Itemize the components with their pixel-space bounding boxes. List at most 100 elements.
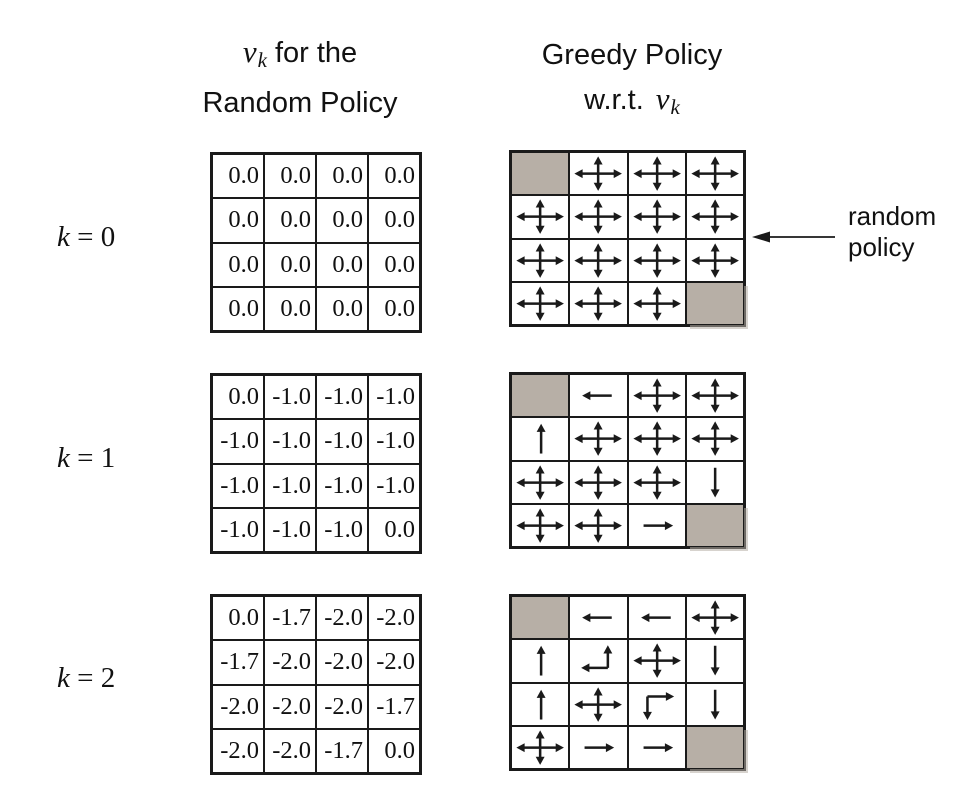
policy-arrows-udlr-icon bbox=[632, 242, 681, 278]
value-cell-r0c3: -1.0 bbox=[368, 375, 420, 420]
policy-arrows-u-icon bbox=[536, 646, 546, 676]
policy-arrows-d-icon bbox=[710, 467, 720, 498]
value-cell-r2c1: 0.0 bbox=[264, 242, 316, 287]
policy-cell-r2c1 bbox=[569, 460, 628, 504]
row-label-k2: k = 2 bbox=[57, 662, 116, 694]
value-cell-r3c1: -2.0 bbox=[264, 728, 316, 774]
policy-arrows-rd-icon bbox=[642, 691, 674, 720]
value-cell-r1c1: 0.0 bbox=[264, 198, 316, 243]
policy-cell-r3c0 bbox=[511, 503, 570, 548]
value-cell-r3c1: -1.0 bbox=[264, 507, 316, 553]
policy-arrows-l-icon bbox=[582, 391, 613, 401]
policy-arrows-udlr-icon bbox=[574, 508, 623, 543]
policy-cell-r2c3 bbox=[685, 460, 745, 504]
policy-arrows-udlr-icon bbox=[516, 286, 564, 321]
value-cell-r3c0: -2.0 bbox=[212, 728, 264, 774]
value-cell-r2c0: 0.0 bbox=[212, 242, 264, 287]
policy-arrows-lu-icon bbox=[581, 645, 613, 673]
policy-cell-r3c0 bbox=[511, 725, 570, 770]
policy-cell-r2c1 bbox=[569, 682, 628, 726]
policy-cell-r1c2 bbox=[627, 639, 686, 683]
policy-arrows-udlr-icon bbox=[516, 464, 564, 500]
policy-cell-r2c0 bbox=[511, 460, 570, 504]
value-cell-r2c0: -2.0 bbox=[212, 684, 264, 729]
value-cell-r1c3: 0.0 bbox=[368, 198, 420, 243]
value-cell-r1c1: -1.0 bbox=[264, 419, 316, 464]
policy-arrows-udlr-icon bbox=[516, 730, 564, 765]
policy-cell-r2c3 bbox=[685, 682, 745, 726]
policy-arrows-udlr-icon bbox=[632, 286, 681, 321]
policy-cell-r1c3 bbox=[685, 639, 745, 683]
value-cell-r3c2: -1.0 bbox=[316, 507, 368, 553]
policy-cell-r1c3 bbox=[685, 417, 745, 461]
value-cell-r2c3: -1.0 bbox=[368, 463, 420, 508]
terminal-cell-r0c0 bbox=[511, 152, 570, 196]
value-cell-r2c2: -1.0 bbox=[316, 463, 368, 508]
policy-arrows-udlr-icon bbox=[516, 199, 564, 235]
policy-arrows-udlr-icon bbox=[574, 242, 623, 278]
policy-cell-r2c1 bbox=[569, 238, 628, 282]
value-cell-r3c3: 0.0 bbox=[368, 728, 420, 774]
policy-arrows-r-icon bbox=[643, 743, 673, 752]
policy-cell-r1c1 bbox=[569, 639, 628, 683]
policy-cell-r3c2 bbox=[627, 503, 686, 548]
policy-cell-r3c0 bbox=[511, 281, 570, 326]
policy-cell-r0c3 bbox=[685, 152, 745, 196]
terminal-cell-r3c3 bbox=[685, 503, 745, 548]
value-grid-k2: 0.0-1.7-2.0-2.0-1.7-2.0-2.0-2.0-2.0-2.0-… bbox=[210, 594, 422, 776]
value-cell-r1c2: -2.0 bbox=[316, 640, 368, 685]
terminal-cell-r0c0 bbox=[511, 374, 570, 418]
value-cell-r0c2: 0.0 bbox=[316, 154, 368, 199]
policy-cell-r2c2 bbox=[627, 682, 686, 726]
policy-grid-k2 bbox=[509, 594, 747, 772]
policy-arrows-d-icon bbox=[710, 646, 720, 676]
greedy-policy-header-line2: w.r.t.vk bbox=[584, 81, 680, 119]
policy-arrows-u-icon bbox=[536, 689, 546, 720]
policy-cell-r3c1 bbox=[569, 281, 628, 326]
math-k-subscript: k bbox=[257, 48, 267, 72]
policy-arrows-u-icon bbox=[536, 424, 546, 454]
policy-arrows-udlr-icon bbox=[574, 464, 623, 500]
policy-arrows-udlr-icon bbox=[632, 199, 681, 235]
math-v-symbol: v bbox=[655, 81, 670, 116]
greedy-policy-header-line1: Greedy Policy bbox=[541, 39, 723, 71]
value-cell-r0c2: -2.0 bbox=[316, 596, 368, 641]
value-cell-r0c1: -1.0 bbox=[264, 375, 316, 420]
value-function-header-line1: vk for the bbox=[242, 34, 358, 72]
terminal-cell-r0c0 bbox=[511, 596, 570, 640]
policy-cell-r1c0 bbox=[511, 639, 570, 683]
math-v-symbol: v bbox=[242, 34, 257, 69]
random-policy-label: random policy bbox=[848, 201, 937, 262]
policy-arrows-r-icon bbox=[643, 521, 673, 530]
value-cell-r3c1: 0.0 bbox=[264, 286, 316, 332]
terminal-cell-r3c3 bbox=[685, 725, 745, 770]
policy-cell-r3c2 bbox=[627, 725, 686, 770]
policy-cell-r1c1 bbox=[569, 417, 628, 461]
value-cell-r1c2: -1.0 bbox=[316, 419, 368, 464]
value-cell-r2c1: -2.0 bbox=[264, 684, 316, 729]
policy-arrows-udlr-icon bbox=[574, 199, 623, 235]
math-k-subscript: k bbox=[670, 95, 680, 119]
policy-cell-r0c1 bbox=[569, 596, 628, 640]
value-cell-r2c2: 0.0 bbox=[316, 242, 368, 287]
policy-arrows-udlr-icon bbox=[691, 378, 739, 413]
value-cell-r3c3: 0.0 bbox=[368, 507, 420, 553]
policy-cell-r3c2 bbox=[627, 281, 686, 326]
value-cell-r1c3: -1.0 bbox=[368, 419, 420, 464]
value-cell-r1c1: -2.0 bbox=[264, 640, 316, 685]
policy-cell-r2c0 bbox=[511, 682, 570, 726]
policy-cell-r1c2 bbox=[627, 417, 686, 461]
policy-cell-r1c1 bbox=[569, 195, 628, 239]
policy-arrows-udlr-icon bbox=[632, 464, 681, 500]
policy-arrows-udlr-icon bbox=[691, 242, 739, 278]
value-grid-k1: 0.0-1.0-1.0-1.0-1.0-1.0-1.0-1.0-1.0-1.0-… bbox=[210, 373, 422, 555]
policy-arrows-udlr-icon bbox=[516, 242, 564, 278]
policy-cell-r2c3 bbox=[685, 238, 745, 282]
value-cell-r1c0: -1.0 bbox=[212, 419, 264, 464]
policy-cell-r1c2 bbox=[627, 195, 686, 239]
value-function-header-line2: Random Policy bbox=[202, 87, 398, 119]
value-cell-r3c0: -1.0 bbox=[212, 507, 264, 553]
policy-arrows-udlr-icon bbox=[574, 421, 623, 457]
